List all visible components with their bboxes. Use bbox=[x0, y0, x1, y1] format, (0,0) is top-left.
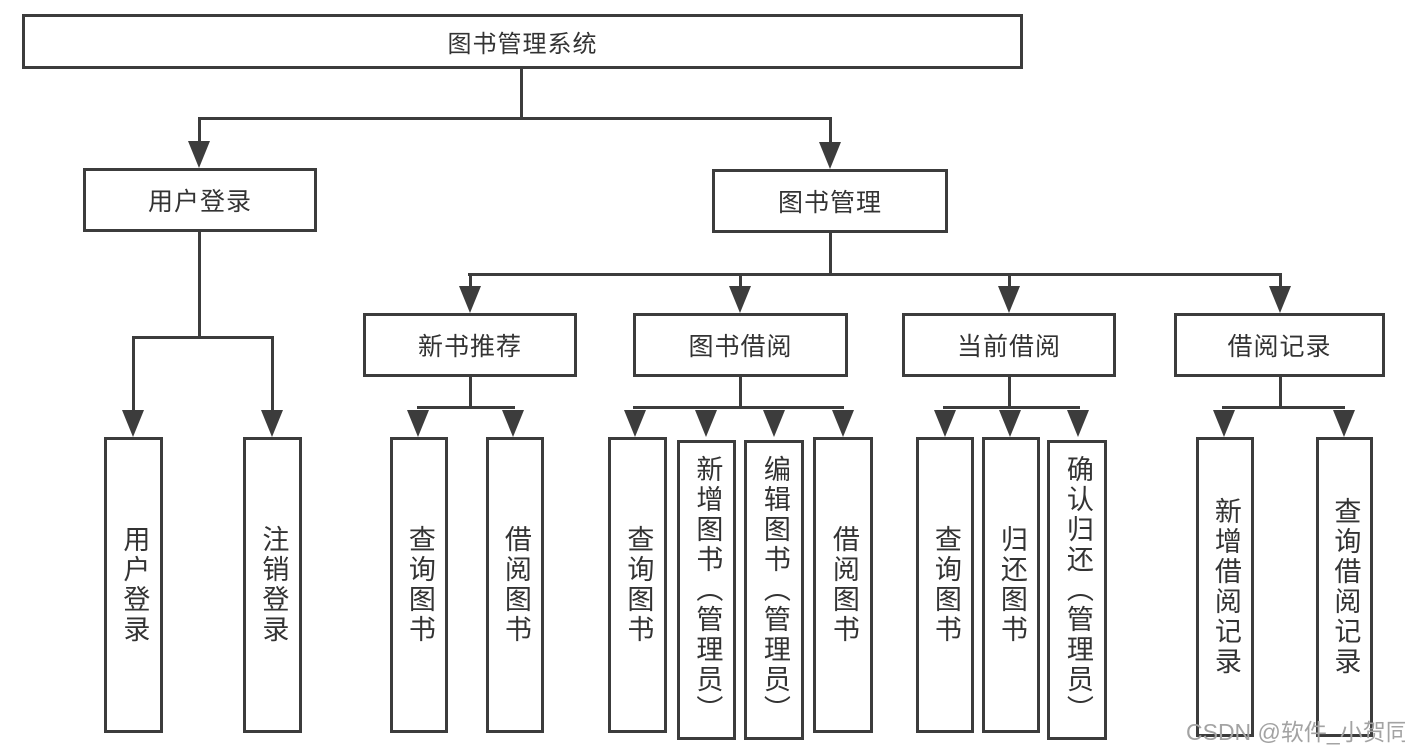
node-leaf-query-books-3-label: 查询图书 bbox=[930, 525, 961, 645]
arrowhead-bookborrow-leaf2 bbox=[695, 410, 717, 437]
connector-bookborrow-hline bbox=[633, 406, 844, 409]
connector-l3-drop3 bbox=[1008, 273, 1011, 287]
node-leaf-query-books-2: 查询图书 bbox=[608, 437, 667, 733]
connector-bookmgmt-stem bbox=[829, 233, 832, 275]
connector-newbook-hline bbox=[417, 406, 515, 409]
node-leaf-return-books: 归还图书 bbox=[982, 437, 1040, 733]
node-leaf-borrow-books-1-label: 借阅图书 bbox=[500, 525, 531, 645]
connector-bookmgmt-hline bbox=[468, 273, 1282, 276]
arrowhead-to-leaf-logout bbox=[261, 410, 283, 437]
node-leaf-confirm-return-admin: 确认归还（管理员） bbox=[1047, 440, 1107, 740]
node-leaf-query-books-1: 查询图书 bbox=[390, 437, 448, 733]
node-user-login-label: 用户登录 bbox=[147, 188, 252, 216]
arrowhead-records-leaf2 bbox=[1333, 410, 1355, 437]
node-new-book-recommend: 新书推荐 bbox=[363, 313, 577, 377]
node-leaf-add-book-admin: 新增图书（管理员） bbox=[677, 440, 736, 740]
connector-currentborrow-hline bbox=[943, 406, 1080, 409]
node-leaf-add-borrow-record: 新增借阅记录 bbox=[1196, 437, 1254, 737]
node-book-borrow: 图书借阅 bbox=[633, 313, 848, 377]
arrowhead-bookborrow-leaf1 bbox=[624, 410, 646, 437]
node-leaf-confirm-return-admin-label: 确认归还（管理员） bbox=[1062, 455, 1093, 725]
arrowhead-newbook-leaf1 bbox=[407, 410, 429, 437]
arrowhead-currentborrow-leaf1 bbox=[934, 410, 956, 437]
node-leaf-user-login: 用户登录 bbox=[104, 437, 163, 733]
arrowhead-currentborrow-leaf3 bbox=[1067, 410, 1089, 437]
arrowhead-to-user-login bbox=[188, 141, 210, 168]
arrowhead-bookborrow-leaf3 bbox=[763, 410, 785, 437]
connector-records-stem bbox=[1279, 377, 1282, 408]
node-user-login: 用户登录 bbox=[83, 168, 317, 232]
node-borrow-records: 借阅记录 bbox=[1174, 313, 1385, 377]
node-leaf-query-borrow-record: 查询借阅记录 bbox=[1316, 437, 1373, 737]
node-leaf-borrow-books-2-label: 借阅图书 bbox=[828, 525, 859, 645]
node-current-borrow-label: 当前借阅 bbox=[956, 333, 1061, 361]
arrowhead-to-borrow-records bbox=[1269, 286, 1291, 313]
connector-root-stem bbox=[520, 68, 523, 119]
connector-root-drop-right bbox=[829, 117, 832, 146]
node-book-management: 图书管理 bbox=[712, 169, 948, 233]
arrowhead-currentborrow-leaf2 bbox=[999, 410, 1021, 437]
connector-newbook-stem bbox=[469, 377, 472, 408]
arrowhead-to-current-borrow bbox=[998, 286, 1020, 313]
node-root-label: 图书管理系统 bbox=[447, 31, 598, 58]
node-current-borrow: 当前借阅 bbox=[902, 313, 1116, 377]
node-leaf-logout: 注销登录 bbox=[243, 437, 302, 733]
node-book-management-label: 图书管理 bbox=[777, 189, 882, 217]
arrowhead-records-leaf1 bbox=[1213, 410, 1235, 437]
connector-l3-drop4 bbox=[1279, 273, 1282, 287]
arrowhead-to-book-management bbox=[819, 142, 841, 169]
node-leaf-query-borrow-record-label: 查询借阅记录 bbox=[1330, 497, 1361, 677]
node-leaf-query-books-1-label: 查询图书 bbox=[404, 525, 435, 645]
csdn-watermark: CSDN @软件_小贺同学 bbox=[1186, 719, 1405, 745]
node-new-book-recommend-label: 新书推荐 bbox=[417, 333, 522, 361]
connector-userlogin-stem bbox=[198, 232, 201, 336]
arrowhead-newbook-leaf2 bbox=[502, 410, 524, 437]
node-root: 图书管理系统 bbox=[22, 14, 1023, 69]
node-book-borrow-label: 图书借阅 bbox=[688, 333, 793, 361]
node-leaf-logout-label: 注销登录 bbox=[258, 525, 289, 645]
connector-records-hline bbox=[1222, 406, 1345, 409]
node-leaf-user-login-label: 用户登录 bbox=[119, 525, 150, 645]
connector-root-drop-left bbox=[198, 117, 201, 146]
arrowhead-to-leaf-login bbox=[122, 410, 144, 437]
arrowhead-bookborrow-leaf4 bbox=[832, 410, 854, 437]
arrowhead-to-new-book bbox=[459, 286, 481, 313]
connector-l3-drop1 bbox=[469, 273, 472, 287]
connector-currentborrow-stem bbox=[1008, 377, 1011, 408]
node-leaf-edit-book-admin: 编辑图书（管理员） bbox=[744, 440, 804, 740]
connector-l3-drop2 bbox=[739, 273, 742, 287]
node-leaf-edit-book-admin-label: 编辑图书（管理员） bbox=[759, 455, 790, 725]
connector-root-hline bbox=[198, 117, 832, 120]
connector-userlogin-hline bbox=[132, 336, 274, 339]
node-leaf-add-book-admin-label: 新增图书（管理员） bbox=[692, 455, 723, 725]
connector-bookborrow-stem bbox=[739, 377, 742, 408]
node-borrow-records-label: 借阅记录 bbox=[1227, 333, 1332, 361]
arrowhead-to-book-borrow bbox=[729, 286, 751, 313]
node-leaf-query-books-2-label: 查询图书 bbox=[623, 525, 654, 645]
connector-userlogin-drop1 bbox=[132, 336, 135, 412]
node-leaf-borrow-books-1: 借阅图书 bbox=[486, 437, 544, 733]
node-leaf-add-borrow-record-label: 新增借阅记录 bbox=[1210, 497, 1241, 677]
node-leaf-query-books-3: 查询图书 bbox=[916, 437, 974, 733]
node-leaf-borrow-books-2: 借阅图书 bbox=[813, 437, 873, 733]
connector-userlogin-drop2 bbox=[271, 336, 274, 412]
node-leaf-return-books-label: 归还图书 bbox=[996, 525, 1027, 645]
